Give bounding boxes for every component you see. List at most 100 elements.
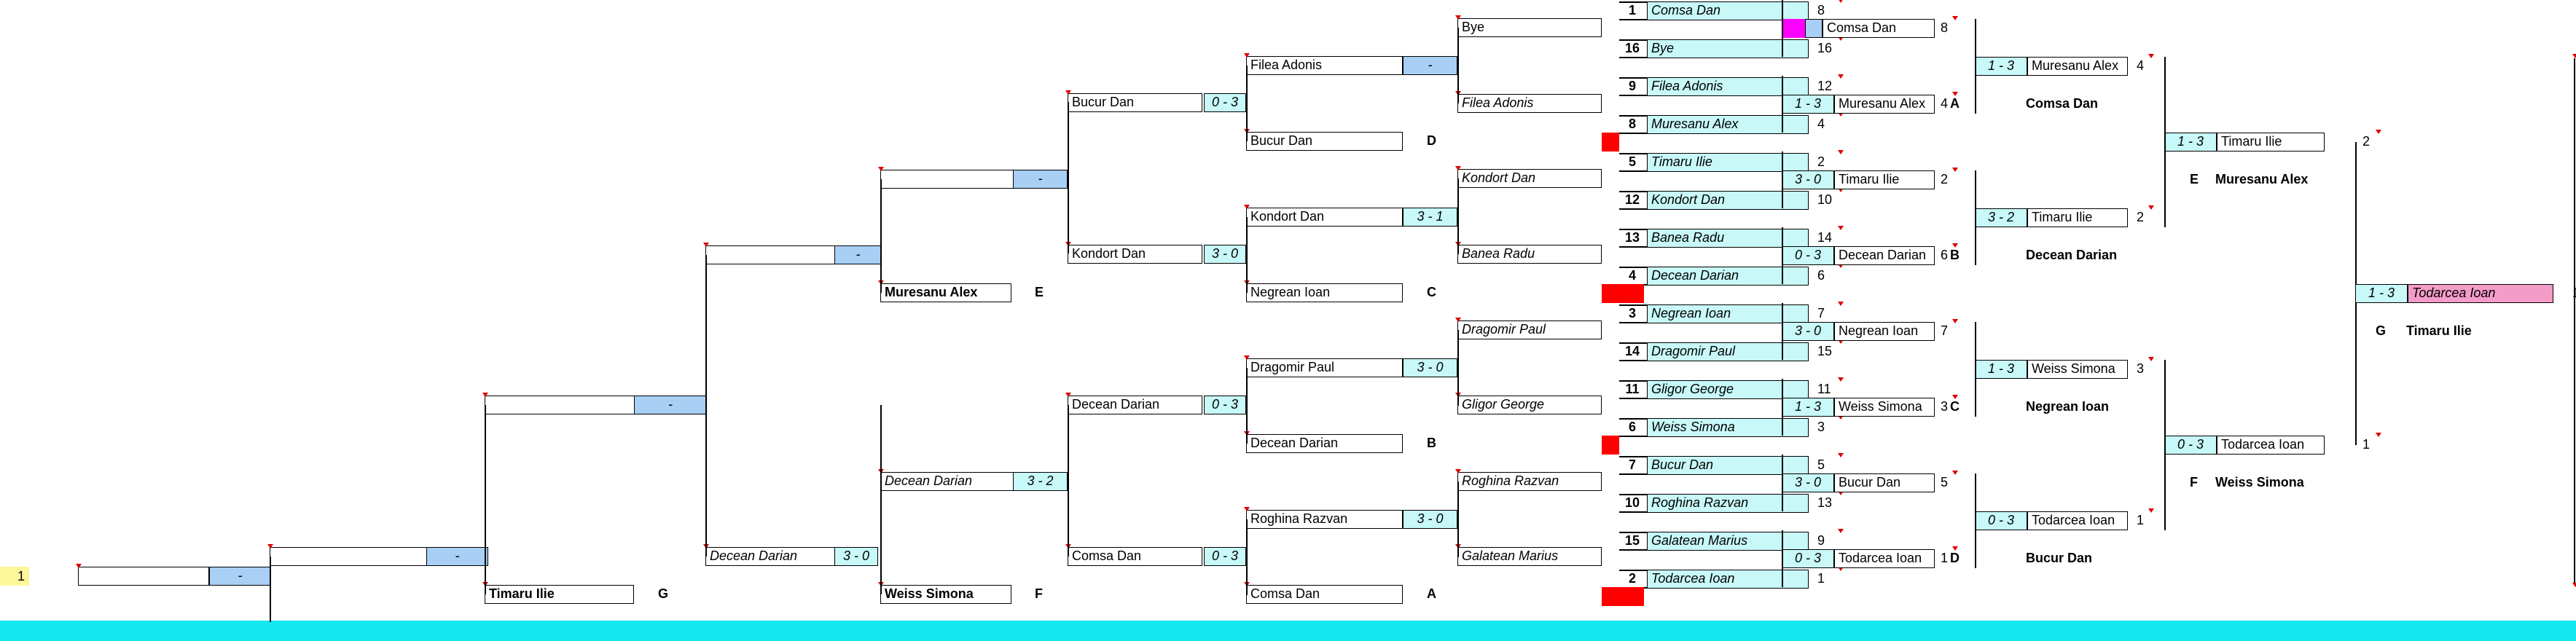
player-slot[interactable]: Filea Adonis — [1246, 56, 1403, 75]
player-slot[interactable]: Comsa Dan — [1246, 585, 1403, 604]
match-score[interactable]: - — [634, 396, 707, 414]
match-score[interactable]: 1 - 3 — [2355, 284, 2408, 303]
draw-number: 1 — [1817, 571, 1825, 586]
player-slot[interactable] — [78, 567, 209, 586]
match-score[interactable]: 1 - 3 — [1975, 360, 2027, 379]
winner-slot[interactable]: Timaru Ilie — [2027, 208, 2128, 227]
champion-slot[interactable]: Todarcea Ioan — [2408, 284, 2553, 303]
winner-slot[interactable]: Todarcea Ioan — [1834, 549, 1935, 568]
winner-slot[interactable]: Todarcea Ioan — [2027, 511, 2128, 530]
draw-player[interactable]: Decean Darian — [1647, 267, 1809, 286]
draw-player[interactable]: Banea Radu — [1647, 229, 1809, 248]
match-score[interactable]: 1 - 3 — [2164, 133, 2217, 152]
match-score[interactable]: 0 - 3 — [1204, 547, 1246, 566]
match-score[interactable]: 3 - 0 — [1782, 473, 1834, 492]
match-score[interactable]: 0 - 3 — [1204, 93, 1246, 112]
draw-player[interactable]: Weiss Simona — [1647, 418, 1809, 437]
winner-slot[interactable]: Weiss Simona — [2027, 360, 2128, 379]
winner-slot[interactable]: Comsa Dan — [1823, 19, 1935, 38]
draw-player[interactable]: Comsa Dan — [1647, 1, 1809, 20]
bracket-line — [1619, 570, 1647, 571]
player-slot[interactable]: Kondort Dan — [1068, 245, 1202, 264]
draw-player[interactable]: Negrean Ioan — [1647, 304, 1809, 323]
note-marker-icon — [2148, 508, 2154, 513]
draw-player[interactable]: Galatean Marius — [1647, 532, 1809, 551]
match-score[interactable]: 1 - 3 — [1975, 57, 2027, 76]
match-score[interactable]: - — [1013, 170, 1068, 189]
winner-slot[interactable]: Muresanu Alex — [2027, 57, 2128, 76]
draw-player[interactable]: Bye — [1647, 39, 1809, 58]
group-winner: Weiss Simona — [2215, 475, 2304, 489]
match-score[interactable]: - — [426, 547, 488, 566]
match-score[interactable]: 3 - 0 — [834, 547, 878, 566]
player-slot[interactable]: Dragomir Paul — [1246, 358, 1403, 377]
match-score[interactable]: 3 - 2 — [1975, 208, 2027, 227]
player-slot[interactable]: Filea Adonis — [1457, 94, 1602, 113]
player-slot[interactable]: Decean Darian — [1068, 396, 1202, 414]
match-score[interactable]: 1 - 3 — [1782, 95, 1834, 114]
winner-slot[interactable]: Decean Darian — [1834, 246, 1935, 265]
player-slot[interactable]: Roghina Razvan — [1246, 510, 1403, 529]
draw-player[interactable]: Gligor George — [1647, 380, 1809, 399]
player-slot[interactable]: Kondort Dan — [1457, 169, 1602, 188]
player-slot[interactable]: Decean Darian — [880, 472, 1022, 491]
draw-player[interactable]: Bucur Dan — [1647, 456, 1809, 475]
player-slot[interactable]: Banea Radu — [1457, 245, 1602, 264]
note-marker-icon — [1838, 415, 1844, 420]
match-score[interactable]: - — [209, 567, 271, 586]
match-score[interactable]: - — [1403, 56, 1457, 75]
note-marker-icon — [1952, 471, 1958, 475]
player-slot[interactable]: Roghina Razvan — [1457, 472, 1602, 491]
player-slot[interactable]: Dragomir Paul — [1457, 320, 1602, 339]
match-score[interactable]: 0 - 3 — [1782, 246, 1834, 265]
winner-slot[interactable]: Timaru Ilie — [1834, 170, 1935, 189]
draw-player[interactable]: Timaru Ilie — [1647, 153, 1809, 172]
player-slot[interactable]: Timaru Ilie — [485, 585, 634, 604]
bracket-line — [880, 405, 882, 594]
match-score[interactable]: 0 - 3 — [2164, 436, 2217, 455]
match-score[interactable]: 3 - 0 — [1204, 245, 1246, 264]
note-marker-icon — [703, 243, 709, 247]
match-score[interactable]: 3 - 0 — [1782, 322, 1834, 341]
player-slot[interactable]: Comsa Dan — [1068, 547, 1202, 566]
seed-number: 16 — [1624, 41, 1640, 55]
match-score[interactable]: 0 - 3 — [1975, 511, 2027, 530]
draw-player[interactable]: Kondort Dan — [1647, 191, 1809, 210]
result-number: 1 — [1941, 551, 1949, 565]
bottom-scrollbar[interactable] — [0, 621, 2576, 641]
match-score[interactable]: 3 - 0 — [1403, 358, 1457, 377]
winner-slot[interactable]: Negrean Ioan — [1834, 322, 1935, 341]
player-slot[interactable]: Muresanu Alex — [880, 283, 1011, 302]
player-slot[interactable]: Decean Darian — [705, 547, 837, 566]
draw-player[interactable]: Todarcea Ioan — [1647, 570, 1809, 589]
player-slot[interactable]: Bucur Dan — [1246, 132, 1403, 151]
match-score[interactable]: 3 - 2 — [1013, 472, 1068, 491]
winner-slot[interactable]: Muresanu Alex — [1834, 95, 1935, 114]
player-slot[interactable]: Galatean Marius — [1457, 547, 1602, 566]
player-slot[interactable]: Bucur Dan — [1068, 93, 1202, 112]
player-slot[interactable]: Decean Darian — [1246, 434, 1403, 453]
player-slot[interactable]: Negrean Ioan — [1246, 283, 1403, 302]
match-score[interactable]: - — [834, 245, 882, 264]
match-score[interactable]: 3 - 1 — [1403, 208, 1457, 227]
winner-slot[interactable]: Bucur Dan — [1834, 473, 1935, 492]
match-score[interactable]: 1 - 3 — [1782, 398, 1834, 417]
player-slot[interactable]: Gligor George — [1457, 396, 1602, 414]
match-score[interactable]: 0 - 3 — [1782, 549, 1834, 568]
draw-player[interactable]: Roghina Razvan — [1647, 494, 1809, 513]
match-score[interactable] — [1805, 19, 1823, 38]
player-slot[interactable]: Weiss Simona — [880, 585, 1011, 604]
bracket-line — [1246, 217, 1248, 293]
match-score[interactable]: 3 - 0 — [1403, 510, 1457, 529]
note-marker-icon — [1455, 318, 1461, 322]
winner-slot[interactable]: Weiss Simona — [1834, 398, 1935, 417]
player-slot[interactable]: Kondort Dan — [1246, 208, 1403, 227]
draw-player[interactable]: Dragomir Paul — [1647, 342, 1809, 361]
winner-slot[interactable]: Todarcea Ioan — [2217, 436, 2325, 455]
player-slot[interactable]: Bye — [1457, 18, 1602, 37]
draw-player[interactable]: Muresanu Alex — [1647, 115, 1809, 134]
match-score[interactable]: 0 - 3 — [1204, 396, 1246, 414]
winner-slot[interactable]: Timaru Ilie — [2217, 133, 2325, 152]
match-score[interactable]: 3 - 0 — [1782, 170, 1834, 189]
draw-player[interactable]: Filea Adonis — [1647, 77, 1809, 96]
